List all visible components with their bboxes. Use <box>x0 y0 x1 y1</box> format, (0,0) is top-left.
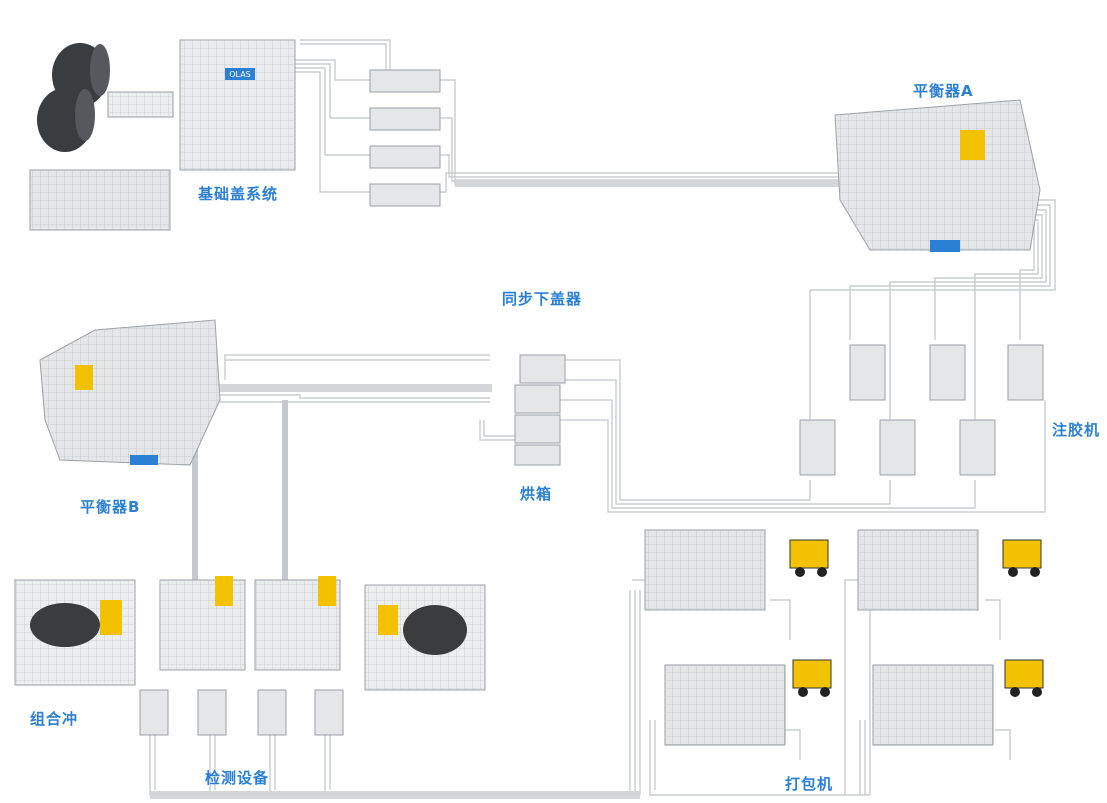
forklifts <box>789 539 1044 697</box>
punch-right-machine <box>364 584 486 691</box>
label-base-cover-system: 基础盖系统 <box>198 185 279 203</box>
label-balancer-b: 平衡器B <box>80 498 141 516</box>
combined-punch-machine <box>14 579 136 686</box>
base-cover-system-machine: OLAS <box>29 39 296 231</box>
balancer-b-machine <box>39 319 221 466</box>
label-packing-machine: 打包机 <box>785 775 834 793</box>
label-combined-punch: 组合冲 <box>30 710 79 728</box>
label-oven: 烘箱 <box>520 485 553 503</box>
sync-cover-stations <box>369 69 441 207</box>
balancer-a-machine <box>834 99 1041 252</box>
label-sync-cover-device: 同步下盖器 <box>502 290 583 308</box>
label-glue-injector: 注胶机 <box>1052 421 1101 439</box>
glue-injector-units <box>799 344 1044 476</box>
oven-machine <box>514 354 566 466</box>
label-inspection-equipment: 检测设备 <box>205 769 270 787</box>
label-balancer-a: 平衡器A <box>913 82 974 100</box>
logo-olas: OLAS <box>229 70 251 79</box>
packing-machines <box>644 529 994 746</box>
main-conveyor <box>150 179 860 799</box>
inspection-stations <box>139 576 344 736</box>
